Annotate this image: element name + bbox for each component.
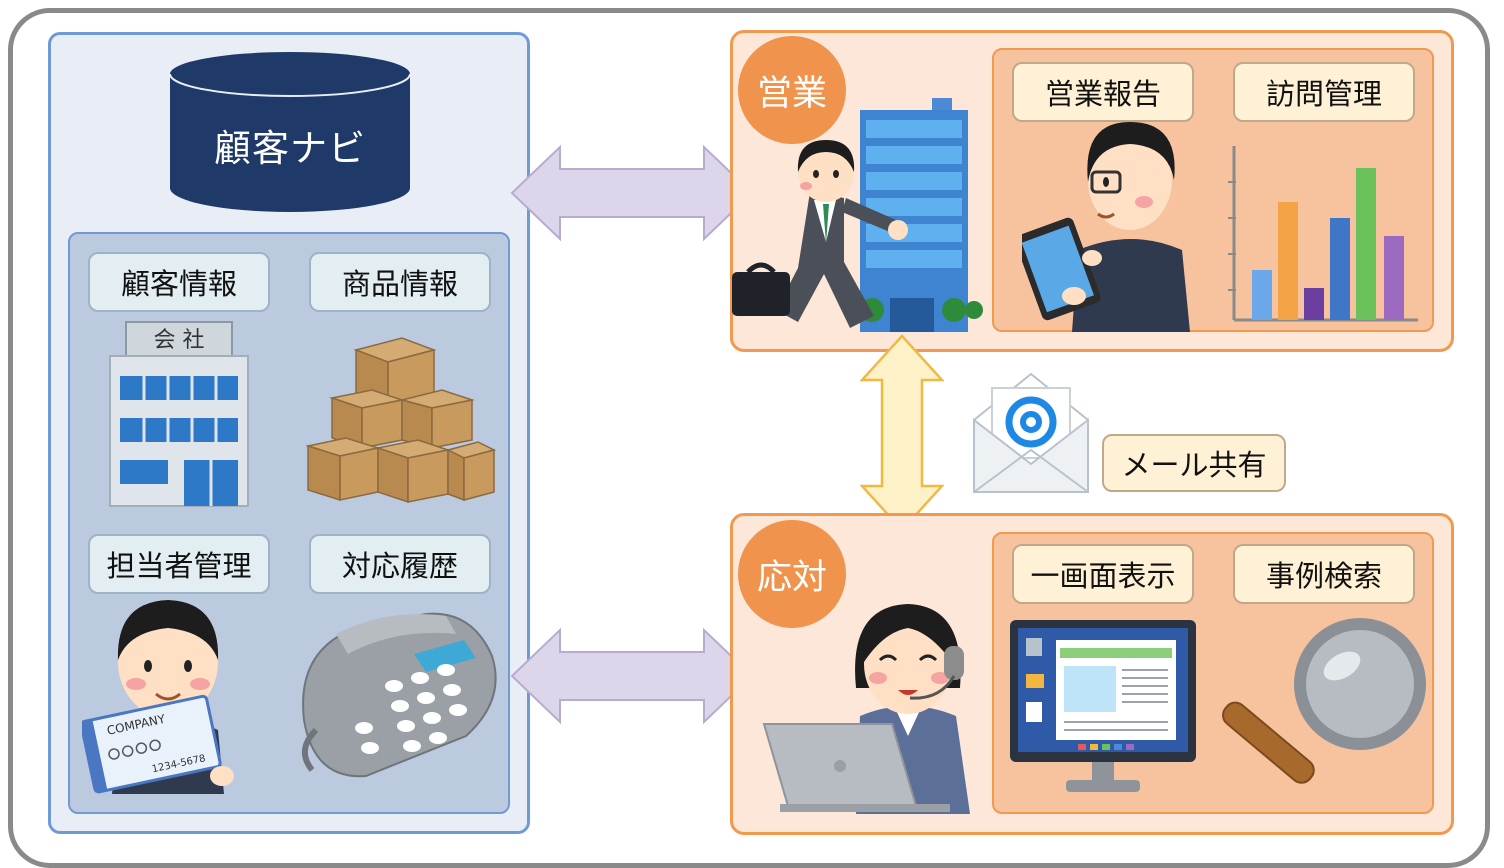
product-info-tag: 商品情報 [309,252,491,312]
sync-arrow-top [510,145,754,241]
product-boxes-icon [306,337,496,504]
staff-with-card-icon: COMPANY 1234-5678 [82,600,234,794]
staff-with-tablet-icon [1022,122,1190,332]
database-label: 顧客ナビ [214,127,366,170]
company-sign-text: 会 社 [154,328,205,353]
running-salesman-icon [732,140,908,328]
support-badge: 応対 [738,520,846,628]
sales-report-tag: 営業報告 [1012,62,1194,122]
magnifier-icon [1222,618,1426,784]
company-building-icon: 会 社 [109,321,249,507]
single-view-tag: 一画面表示 [1012,544,1194,604]
sync-arrow-bottom [510,628,754,724]
contact-manage-tag: 担当者管理 [88,534,270,594]
case-search-tag: 事例検索 [1233,544,1415,604]
customer-info-tag: 顧客情報 [88,252,270,312]
share-arrow-vertical [860,334,944,532]
database-icon [169,52,411,212]
mail-icon [973,372,1089,493]
mail-share-tag: メール共有 [1102,434,1286,492]
telephone-icon [302,612,497,778]
visit-manage-tag: 訪問管理 [1233,62,1415,122]
operator-icon [762,604,970,814]
sales-chart-icon [1228,146,1418,322]
monitor-icon [1010,620,1196,792]
sales-badge: 営業 [738,36,846,144]
history-tag: 対応履歴 [309,534,491,594]
